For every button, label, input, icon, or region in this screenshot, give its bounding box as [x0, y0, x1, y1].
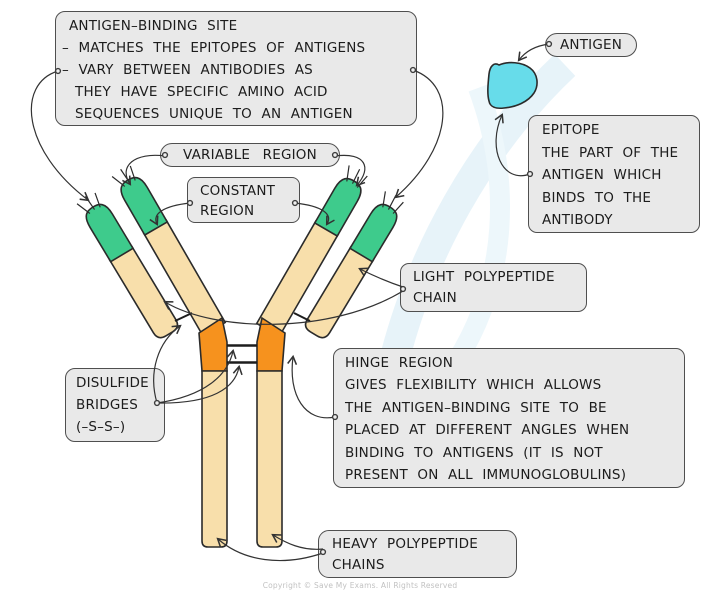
antigen-blob — [487, 61, 538, 110]
arrow-heavy-chain-left — [216, 537, 324, 562]
label-line: PRESENT ON ALL IMMUNOGLOBULINS) — [345, 467, 627, 484]
variable-region-tip-right-outer — [348, 203, 398, 263]
arrow-disulfide-bridge-1 — [156, 348, 237, 404]
disulfide-bridges-label: DISULFIDE BRIDGES (–S–S–) — [65, 368, 165, 442]
label-line: REGION — [200, 203, 255, 219]
arrow-epitope — [494, 113, 531, 177]
binding-site-hairs — [382, 191, 404, 214]
copyright-text: Copyright © Save My Exams. All Rights Re… — [262, 581, 458, 590]
variable-region-tip-left-outer — [85, 203, 135, 263]
arrow-heavy-chain-right — [271, 533, 324, 550]
label-line: ANTIBODY — [542, 212, 613, 229]
label-line: EPITOPE — [542, 122, 600, 138]
label-line: – VARY BETWEEN ANTIBODIES AS — [62, 62, 313, 78]
antigen-binding-site-label: ANTIGEN–BINDING SITE – MATCHES THE EPITO… — [55, 11, 417, 126]
label-line: VARIABLE REGION — [183, 147, 317, 163]
label-line: ANTIGEN WHICH — [542, 167, 662, 184]
variable-region-tip-right-inner — [313, 177, 362, 238]
hinge-region-right — [256, 316, 286, 372]
epitope-label: EPITOPE THE PART OF THE ANTIGEN WHICH BI… — [528, 115, 700, 233]
variable-region-tip-left-inner — [120, 176, 169, 237]
arrow-light-chain-right — [358, 267, 404, 288]
label-line: HINGE REGION — [345, 355, 453, 371]
arrow-constant-region-left — [149, 202, 191, 226]
label-line: DISULFIDE — [76, 375, 149, 391]
label-line: GIVES FLEXIBILITY WHICH ALLOWS — [345, 377, 602, 394]
label-line: THE PART OF THE — [542, 144, 679, 161]
hinge-region-label: HINGE REGION GIVES FLEXIBILITY WHICH ALL… — [333, 348, 685, 488]
arrow-variable-region-left — [122, 154, 166, 186]
label-line: HEAVY POLYPEPTIDE — [332, 536, 478, 552]
arrow-light-chain-left — [163, 290, 404, 325]
label-line: ANTIGEN–BINDING SITE — [69, 18, 238, 34]
arrow-disulfide-bridge-2 — [156, 364, 243, 404]
arrow-constant-region-right — [294, 202, 335, 226]
label-line: THEY HAVE SPECIFIC AMINO ACID — [75, 84, 328, 100]
label-line: LIGHT POLYPEPTIDE — [413, 269, 555, 285]
watermark-curve — [447, 84, 510, 368]
label-line: BINDING TO ANTIGENS (IT IS NOT — [345, 444, 603, 461]
label-line: BINDS TO THE — [542, 189, 652, 206]
disulfide-bridge-left-interchain — [174, 312, 193, 322]
constant-region-label: CONSTANT REGION — [187, 177, 300, 223]
arrow-variable-region-right — [334, 154, 366, 187]
binding-site-hairs — [111, 165, 136, 187]
label-line: CONSTANT — [200, 183, 276, 199]
heavy-chain-left-arm-body — [142, 219, 227, 337]
label-line: CHAIN — [413, 290, 457, 306]
light-chain-right-body — [304, 245, 375, 339]
heavy-chain-right-arm-body — [255, 220, 340, 338]
label-line: (–S–S–) — [76, 419, 126, 435]
label-line: THE ANTIGEN–BINDING SITE TO BE — [345, 399, 607, 416]
antigen-label: ANTIGEN — [545, 33, 637, 57]
disulfide-bridge-right-interchain — [293, 312, 311, 322]
light-chain-left-body — [108, 245, 179, 339]
heavy-chain-right-stem — [256, 370, 283, 548]
label-line: SEQUENCES UNIQUE TO AN ANTIGEN — [75, 106, 353, 122]
light-chain-left — [76, 192, 179, 339]
arrow-hinge-region — [287, 354, 336, 419]
label-line: PLACED AT DIFFERENT ANGLES WHEN — [345, 422, 630, 439]
heavy-polypeptide-chains-label: HEAVY POLYPEPTIDE CHAINS — [318, 530, 517, 578]
binding-site-hairs — [346, 165, 368, 188]
label-line: CHAINS — [332, 557, 385, 573]
binding-site-hairs — [76, 192, 101, 214]
heavy-chain-left-stem — [201, 370, 228, 548]
label-line: – MATCHES THE EPITOPES OF ANTIGENS — [62, 40, 366, 56]
light-polypeptide-chain-label: LIGHT POLYPEPTIDE CHAIN — [400, 263, 587, 312]
variable-region-label: VARIABLE REGION — [160, 143, 340, 167]
light-chain-right — [304, 191, 404, 339]
label-line: BRIDGES — [76, 397, 138, 413]
hinge-region-left — [198, 316, 228, 372]
label-line: ANTIGEN — [559, 37, 623, 53]
